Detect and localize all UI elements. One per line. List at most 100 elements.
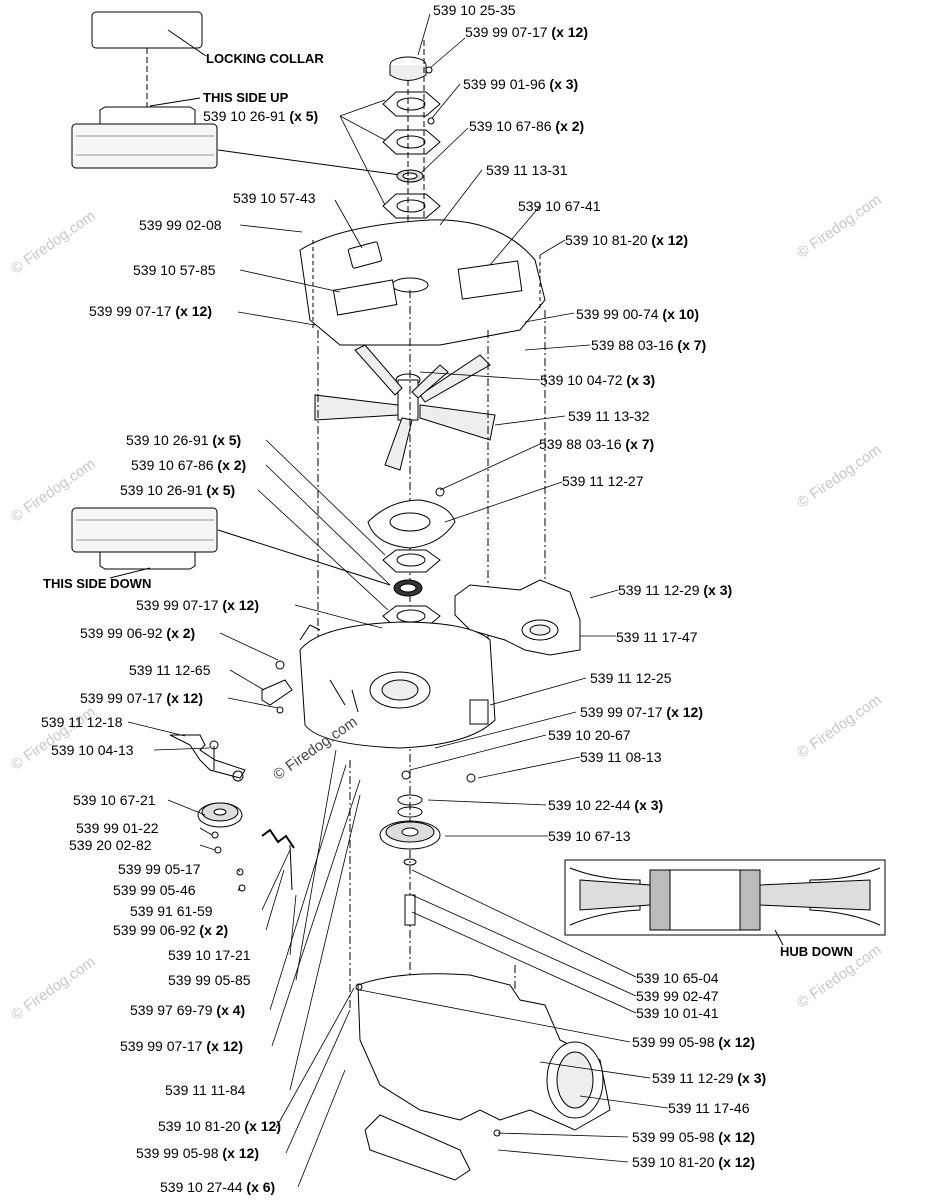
part-callout: 539 10 67-21: [73, 792, 156, 808]
part-number: 539 11 13-31: [486, 162, 568, 178]
part-number: 539 11 13-32: [568, 408, 650, 424]
part-number: 539 10 26-91: [126, 432, 209, 448]
part-callout: 539 11 08-13: [580, 749, 661, 765]
part-quantity: (x 5): [285, 108, 319, 124]
part-number: 539 10 67-86: [469, 118, 552, 134]
part-callout: 539 97 69-79 (x 4): [130, 1002, 245, 1018]
part-quantity: (x 12): [714, 1154, 755, 1170]
part-callout: 539 11 17-46: [668, 1100, 749, 1116]
fan-impeller: [314, 344, 496, 471]
part-callout: 539 99 05-98 (x 12): [632, 1034, 755, 1050]
hub-down-detail: [564, 859, 886, 946]
part-callout: 539 99 07-17 (x 12): [120, 1038, 243, 1054]
part-number: 539 10 67-13: [548, 828, 631, 844]
part-number: 539 99 05-46: [113, 882, 196, 898]
part-quantity: (x 2): [213, 457, 247, 473]
part-number: 539 10 67-41: [518, 198, 601, 214]
part-callout: 539 11 12-65: [129, 662, 210, 678]
part-number: 539 99 07-17: [136, 597, 219, 613]
part-number: 539 99 06-92: [80, 625, 163, 641]
part-number: 539 10 81-20: [565, 232, 648, 248]
part-number: 539 99 05-98: [632, 1129, 715, 1145]
locking-collar-detail: [71, 11, 401, 176]
part-number: 539 99 07-17: [465, 24, 548, 40]
part-number: 539 99 07-17: [80, 690, 163, 706]
part-quantity: (x 12): [218, 597, 259, 613]
part-callout: 539 99 01-22: [76, 820, 159, 836]
part-callout: 539 10 81-20 (x 12): [565, 232, 688, 248]
drive-pulley: [379, 770, 476, 926]
part-callout: 539 99 07-17 (x 12): [580, 704, 703, 720]
part-quantity: (x 7): [673, 337, 707, 353]
part-number: 539 10 04-13: [51, 742, 134, 758]
part-number: 539 11 12-29: [618, 582, 700, 598]
part-callout: 539 10 57-85: [133, 262, 216, 278]
part-quantity: (x 12): [202, 1038, 243, 1054]
part-callout: 539 10 65-04: [636, 970, 719, 986]
part-quantity: (x 12): [162, 690, 203, 706]
part-number: 539 10 67-86: [131, 457, 214, 473]
part-quantity: (x 10): [658, 306, 699, 322]
part-quantity: (x 12): [714, 1129, 755, 1145]
part-callout: 539 11 11-84: [165, 1082, 245, 1098]
spout-duct: [454, 579, 581, 656]
part-number: 539 10 81-20: [158, 1118, 241, 1134]
part-number: 539 11 12-18: [41, 714, 123, 730]
part-number: 539 99 01-22: [76, 820, 159, 836]
part-callout: 539 99 05-85: [168, 972, 251, 988]
part-callout: 539 10 67-41: [518, 198, 601, 214]
part-number: 539 10 26-91: [203, 108, 286, 124]
part-quantity: (x 3): [622, 372, 656, 388]
part-quantity: (x 3): [545, 76, 579, 92]
part-number: 539 11 12-29: [652, 1070, 734, 1086]
part-callout: 539 99 06-92 (x 2): [80, 625, 195, 641]
part-number: 539 99 05-98: [136, 1145, 219, 1161]
part-number: 539 99 02-47: [636, 988, 719, 1004]
part-callout: 539 10 26-91 (x 5): [126, 432, 241, 448]
idler-pulley: [197, 802, 295, 892]
part-callout: 539 20 02-82: [69, 837, 152, 853]
part-number: 539 88 03-16: [539, 436, 622, 452]
part-quantity: (x 5): [202, 482, 236, 498]
part-callout: 539 99 05-17: [118, 861, 201, 877]
part-number: 539 99 06-92: [113, 922, 196, 938]
part-number: 539 11 12-65: [129, 662, 211, 678]
part-callout: 539 11 17-47: [616, 629, 697, 645]
part-callout: 539 10 67-86 (x 2): [131, 457, 246, 473]
part-number: 539 99 07-17: [89, 303, 172, 319]
part-callout: 539 11 12-29 (x 3): [652, 1070, 766, 1086]
part-number: 539 10 65-04: [636, 970, 719, 986]
part-number: 539 99 05-98: [632, 1034, 715, 1050]
part-callout: 539 99 07-17 (x 12): [136, 597, 259, 613]
part-callout: 539 99 07-17 (x 12): [89, 303, 212, 319]
part-quantity: (x 12): [647, 232, 688, 248]
locking-collar-note: LOCKING COLLAR: [206, 51, 324, 66]
part-number: 539 11 12-27: [562, 473, 644, 489]
part-callout: 539 11 13-32: [568, 408, 649, 424]
main-housing: [299, 621, 496, 749]
part-quantity: (x 3): [630, 797, 664, 813]
part-number: 539 11 08-13: [580, 749, 662, 765]
part-callout: 539 10 67-86 (x 2): [469, 118, 584, 134]
top-bearing-stack: [382, 40, 441, 290]
part-callout: 539 10 01-41: [636, 1005, 719, 1021]
part-callout: 539 10 27-44 (x 6): [160, 1179, 275, 1195]
leader-lines: [127, 13, 669, 1188]
part-quantity: (x 12): [218, 1145, 259, 1161]
bearing-flange: [367, 487, 456, 629]
part-callout: 539 99 02-08: [139, 217, 222, 233]
part-number: 539 11 17-46: [668, 1100, 750, 1116]
part-quantity: (x 12): [171, 303, 212, 319]
this-side-up-note: THIS SIDE UP: [203, 90, 289, 105]
lower-housing: [355, 973, 611, 1181]
brake-lever-assembly: [169, 660, 293, 782]
part-callout: 539 99 05-98 (x 12): [632, 1129, 755, 1145]
this-side-down-note: THIS SIDE DOWN: [43, 576, 152, 591]
part-quantity: (x 12): [547, 24, 588, 40]
part-number: 539 10 01-41: [636, 1005, 719, 1021]
part-number: 539 11 17-47: [616, 629, 698, 645]
part-number: 539 10 57-43: [233, 190, 316, 206]
part-number: 539 97 69-79: [130, 1002, 213, 1018]
part-quantity: (x 12): [714, 1034, 755, 1050]
part-number: 539 10 67-21: [73, 792, 156, 808]
